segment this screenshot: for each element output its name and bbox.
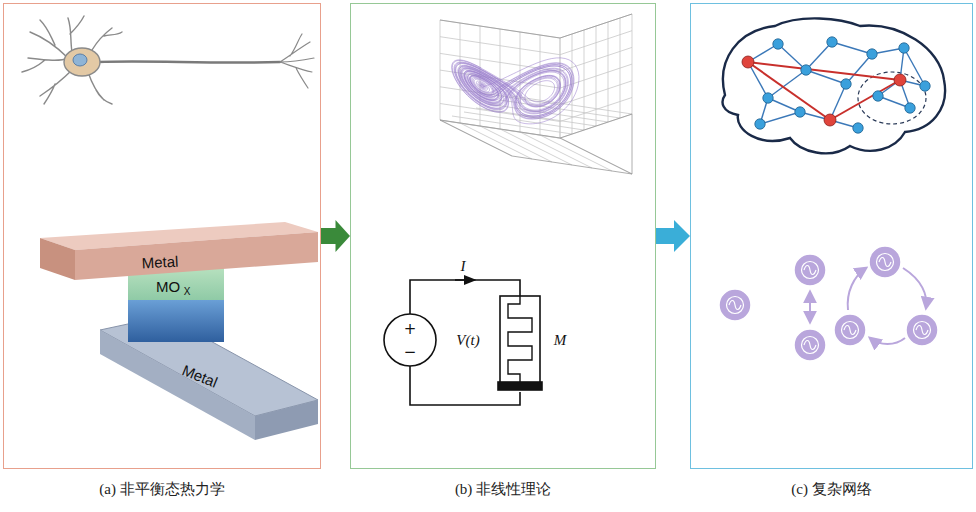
panel-caption: (c) 复杂网络 — [691, 480, 972, 499]
network-node — [841, 79, 851, 89]
plot-grid — [440, 14, 632, 174]
network-node — [773, 39, 783, 49]
network-node — [742, 56, 754, 68]
memristor-device — [40, 222, 318, 440]
network-node — [824, 114, 836, 126]
polarity-mark: − — [404, 345, 417, 360]
network-node — [827, 37, 837, 47]
layer-label: Metal — [141, 254, 178, 271]
oscillator — [794, 254, 826, 286]
network-node — [853, 123, 863, 133]
panel-frame: (a) 非平衡态热力学 — [3, 3, 321, 469]
flow-arrow — [321, 220, 350, 252]
network-node — [894, 74, 906, 86]
oscillator — [719, 289, 751, 321]
network-link — [806, 42, 832, 70]
network-node — [899, 43, 909, 53]
network-node — [763, 93, 773, 103]
network-node — [755, 119, 765, 129]
panel-frame: (b) 非线性理论 — [350, 3, 656, 469]
oscillator-network — [719, 246, 938, 361]
network-node — [873, 91, 883, 101]
network-hub-link — [748, 62, 900, 80]
subscript-label: X — [184, 287, 191, 297]
panel-caption: (a) 非平衡态热力学 — [4, 480, 320, 499]
oscillator — [869, 246, 901, 278]
network-node — [905, 103, 915, 113]
flow-arrow — [656, 220, 690, 252]
signal-name: I — [461, 259, 466, 274]
layer-label: MO — [156, 279, 180, 294]
network-node — [920, 81, 930, 91]
oscillator — [794, 329, 826, 361]
panel-frame: (c) 复杂网络 — [690, 3, 973, 469]
panel-caption: (b) 非线性理论 — [351, 480, 655, 499]
polarity-mark: + — [404, 322, 417, 337]
oscillator — [834, 314, 866, 346]
signal-name: V(t) — [456, 333, 479, 348]
network-link — [832, 42, 872, 54]
oscillator — [906, 314, 938, 346]
lorenz-attractor — [440, 14, 632, 174]
network-hub-link — [830, 80, 900, 120]
component-name: M — [554, 333, 567, 348]
neuron-nucleus — [73, 54, 87, 66]
brain-network — [723, 18, 945, 153]
network-node — [795, 107, 805, 117]
network-link — [846, 54, 872, 84]
network-link — [768, 70, 806, 98]
neuron-soma — [64, 48, 100, 76]
lorenz-trajectory — [452, 58, 579, 124]
circuit-schematic — [384, 280, 542, 405]
network-link — [904, 48, 925, 86]
network-node — [801, 65, 811, 75]
network-link — [760, 112, 800, 124]
network-node — [867, 49, 877, 59]
neuron — [22, 16, 314, 104]
